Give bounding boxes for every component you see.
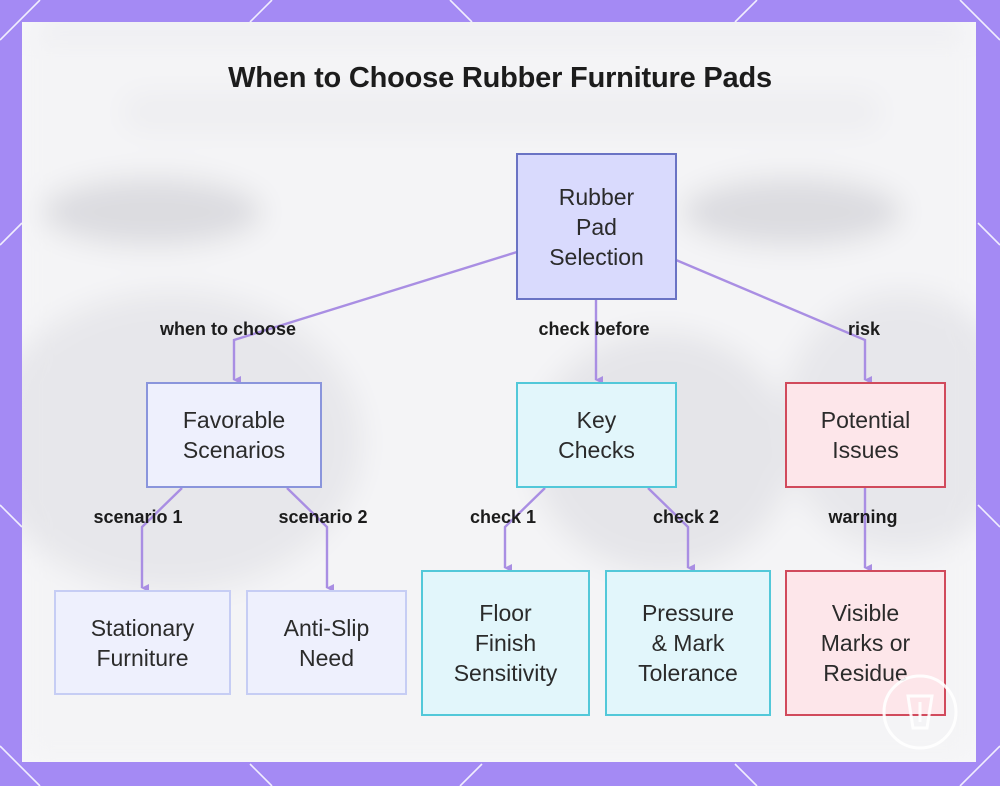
edge-label-check-2: check 2 [653,507,719,528]
edge-check-1 [505,488,545,568]
edge-label-risk: risk [848,319,880,340]
edge-label-scenario-1: scenario 1 [93,507,182,528]
node-favorable-scenarios: Favorable Scenarios [146,382,322,488]
edge-scenario-1 [142,488,182,588]
edge-when-to-choose [234,252,517,380]
node-anti-slip-need: Anti-Slip Need [246,590,407,695]
node-pressure-mark-tolerance: Pressure & Mark Tolerance [605,570,771,716]
watermark-logo-icon [880,672,960,752]
edge-label-when-to-choose: when to choose [160,319,296,340]
node-rubber-pad-selection: Rubber Pad Selection [516,153,677,300]
node-stationary-furniture: Stationary Furniture [54,590,231,695]
edge-label-scenario-2: scenario 2 [278,507,367,528]
edge-label-warning: warning [828,507,897,528]
edge-label-check-1: check 1 [470,507,536,528]
edge-check-2 [648,488,688,568]
edge-label-check-before: check before [538,319,649,340]
node-potential-issues: Potential Issues [785,382,946,488]
edge-scenario-2 [287,488,327,588]
node-floor-finish-sensitivity: Floor Finish Sensitivity [421,570,590,716]
edge-risk [676,260,865,380]
node-key-checks: Key Checks [516,382,677,488]
